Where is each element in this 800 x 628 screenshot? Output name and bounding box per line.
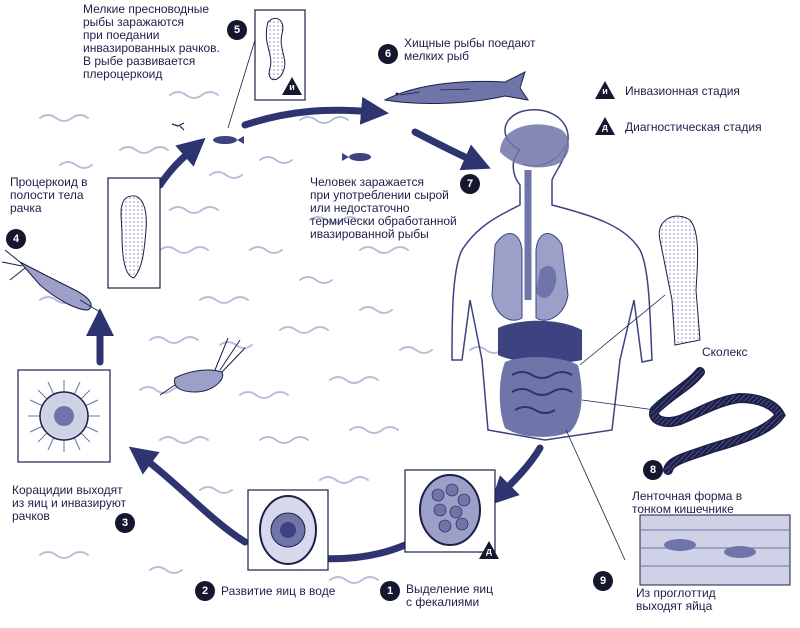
step-badge-3: 3: [115, 513, 135, 533]
step-badge-1: 1: [380, 581, 400, 601]
copepod-small: [1, 249, 246, 396]
step-label-8: Ленточная форма в тонком кишечнике: [632, 489, 743, 516]
step-label-2: Развитие яиц в воде: [221, 584, 336, 598]
egg-feces: [404, 469, 496, 553]
step-label-1: Выделение яиц с фекалиями: [406, 582, 493, 609]
step-label-9: Из проглоттид выходят яйца: [636, 586, 716, 613]
tapeworm: [581, 367, 786, 475]
water-waves: [39, 91, 503, 584]
legend-invasive-icon: и: [594, 80, 616, 100]
step-label-6: Хищные рыбы поедают мелких рыб: [404, 36, 536, 63]
coracidium: [17, 369, 111, 463]
cycle-arrows: [86, 96, 544, 571]
legend-invasive-label: Инвазионная стадия: [625, 84, 740, 98]
scolex-label: Сколекс: [702, 345, 748, 359]
small-fish-group: [171, 122, 371, 161]
step-label-7: Человек заражается при употреблении сыро…: [310, 175, 457, 241]
human-organs: [491, 124, 582, 437]
step-label-5: Мелкие пресноводные рыбы заражаются при …: [83, 2, 220, 81]
step-badge-7: 7: [460, 174, 480, 194]
step-badge-8: 8: [643, 460, 663, 480]
proglottids: [565, 429, 791, 586]
diagnostic-stage-marker: д: [478, 540, 500, 560]
legend-diagnostic-icon: д: [594, 116, 616, 136]
step-badge-9: 9: [593, 571, 613, 591]
step-label-3: Корацидии выходят из яиц и инвазируют ра…: [12, 483, 127, 523]
step-badge-5: 5: [227, 20, 247, 40]
pike-fish: [383, 71, 530, 104]
step-badge-4: 4: [6, 229, 26, 249]
step-badge-6: 6: [378, 44, 398, 64]
step-badge-2: 2: [195, 581, 215, 601]
plerocercoid-inset: [227, 9, 306, 129]
legend-diagnostic-label: Диагностическая стадия: [625, 120, 762, 134]
scolex: [579, 215, 701, 366]
step-label-4: Процеркоид в полости тела рачка: [10, 175, 88, 215]
egg-developing: [247, 489, 329, 571]
invasive-stage-marker: и: [281, 76, 303, 96]
procercoid-inset: [107, 177, 161, 289]
